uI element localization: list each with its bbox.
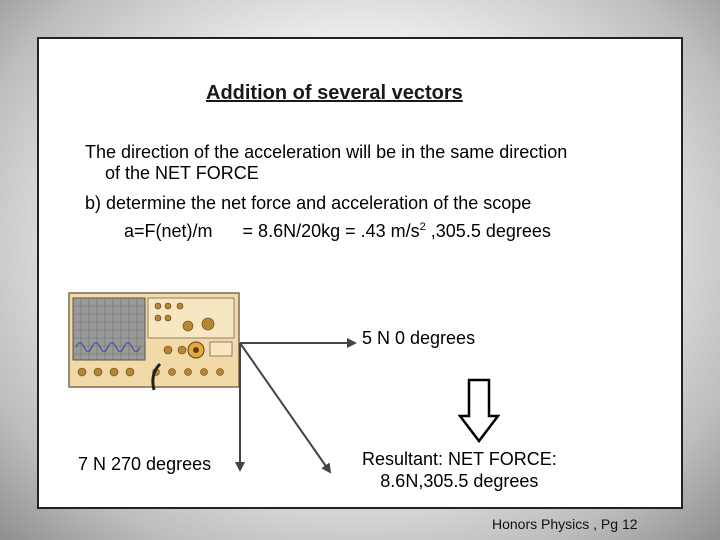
oscilloscope-icon: [68, 292, 240, 391]
resultant-label: Resultant: NET FORCE: 8.6N,305.5 degrees: [362, 448, 557, 492]
body-line-3: b) determine the net force and accelerat…: [85, 193, 532, 213]
equation-exponent: 2: [419, 221, 426, 233]
equation-rhs: = 8.6N/20kg = .43 m/s: [242, 221, 420, 241]
resultant-line-1: Resultant: NET FORCE:: [362, 449, 557, 469]
slide-frame: [37, 37, 683, 509]
equation-direction: ,305.5 degrees: [425, 221, 551, 241]
body-line-1: The direction of the acceleration will b…: [85, 142, 568, 162]
equation-line: a=F(net)/m = 8.6N/20kg = .43 m/s2 ,305.5…: [124, 221, 551, 242]
slide-footer: Honors Physics , Pg 12: [492, 516, 638, 532]
slide-title: Addition of several vectors: [206, 82, 463, 104]
vector-7n-label: 7 N 270 degrees: [78, 454, 212, 474]
down-arrow-icon: [458, 378, 500, 444]
vector-5n-label: 5 N 0 degrees: [362, 328, 476, 348]
resultant-line-2: 8.6N,305.5 degrees: [380, 471, 539, 491]
body-line-2: of the NET FORCE: [105, 163, 259, 183]
equation-lhs: a=F(net)/m: [124, 221, 213, 241]
